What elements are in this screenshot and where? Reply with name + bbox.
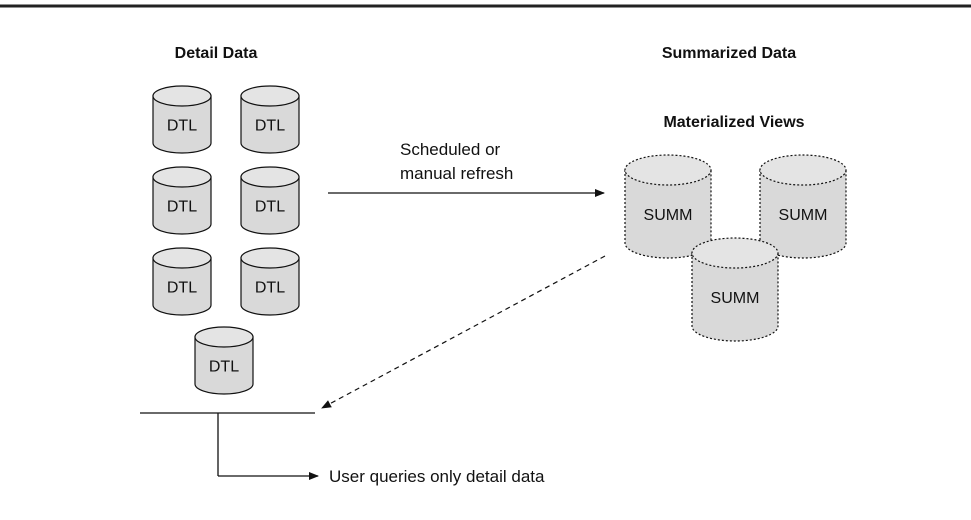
dashed-arrow [321, 255, 606, 409]
dtl-cylinder-7-body [194, 336, 254, 395]
refresh-label-line2: manual refresh [400, 164, 513, 183]
summ-cylinder-2-label: SUMM [779, 207, 828, 224]
dtl-cylinder-7: DTL [194, 326, 254, 395]
dtl-cylinder-6-label: DTL [255, 280, 285, 297]
summ-cylinder-3-body [691, 252, 779, 342]
summ-cylinder-3-top [691, 237, 779, 269]
summ-cylinder-2-top [759, 154, 847, 186]
materialized-views-heading: Materialized Views [663, 114, 804, 131]
dtl-cylinder-3-top [152, 166, 212, 188]
detail-data-heading: Detail Data [175, 45, 258, 62]
dtl-cylinder-3: DTL [152, 166, 212, 235]
dtl-cylinder-5: DTL [152, 247, 212, 316]
summ-cylinder-1: SUMM [624, 154, 712, 259]
dtl-cylinder-7-label: DTL [209, 359, 239, 376]
dtl-cylinder-4-label: DTL [255, 199, 285, 216]
summ-cylinder-2: SUMM [759, 154, 847, 259]
dtl-cylinder-4-top [240, 166, 300, 188]
dtl-cylinder-3-label: DTL [167, 199, 197, 216]
summary-cylinders: SUMM SUMM SUMM [624, 154, 847, 342]
dtl-cylinder-5-body [152, 257, 212, 316]
dtl-cylinder-5-top [152, 247, 212, 269]
dtl-cylinder-2-top [240, 85, 300, 107]
summ-cylinder-1-label: SUMM [644, 207, 693, 224]
dtl-cylinder-2-body [240, 95, 300, 154]
dtl-cylinder-4-body [240, 176, 300, 235]
summ-cylinder-3-label: SUMM [711, 290, 760, 307]
dtl-cylinder-7-top [194, 326, 254, 348]
user-query-label: User queries only detail data [329, 467, 545, 486]
dtl-cylinder-1: DTL [152, 85, 212, 154]
detail-cylinders: DTL DTL DTL DTL DTL DTL DTL [152, 85, 300, 395]
dtl-cylinder-3-body [152, 176, 212, 235]
summarized-data-heading: Summarized Data [662, 45, 796, 62]
dtl-cylinder-2-label: DTL [255, 118, 285, 135]
dtl-cylinder-6-body [240, 257, 300, 316]
refresh-label-line1: Scheduled or [400, 140, 501, 159]
dtl-cylinder-5-label: DTL [167, 280, 197, 297]
dtl-cylinder-6: DTL [240, 247, 300, 316]
user-query-path: User queries only detail data [140, 412, 545, 486]
refresh-arrow: Scheduled or manual refresh [328, 140, 605, 197]
summ-cylinder-1-top [624, 154, 712, 186]
dtl-cylinder-1-label: DTL [167, 118, 197, 135]
summ-cylinder-3: SUMM [691, 237, 779, 342]
dtl-cylinder-6-top [240, 247, 300, 269]
summ-cylinder-2-body [759, 169, 847, 259]
dtl-cylinder-1-body [152, 95, 212, 154]
dtl-cylinder-4: DTL [240, 166, 300, 235]
dtl-cylinder-1-top [152, 85, 212, 107]
dtl-cylinder-2: DTL [240, 85, 300, 154]
